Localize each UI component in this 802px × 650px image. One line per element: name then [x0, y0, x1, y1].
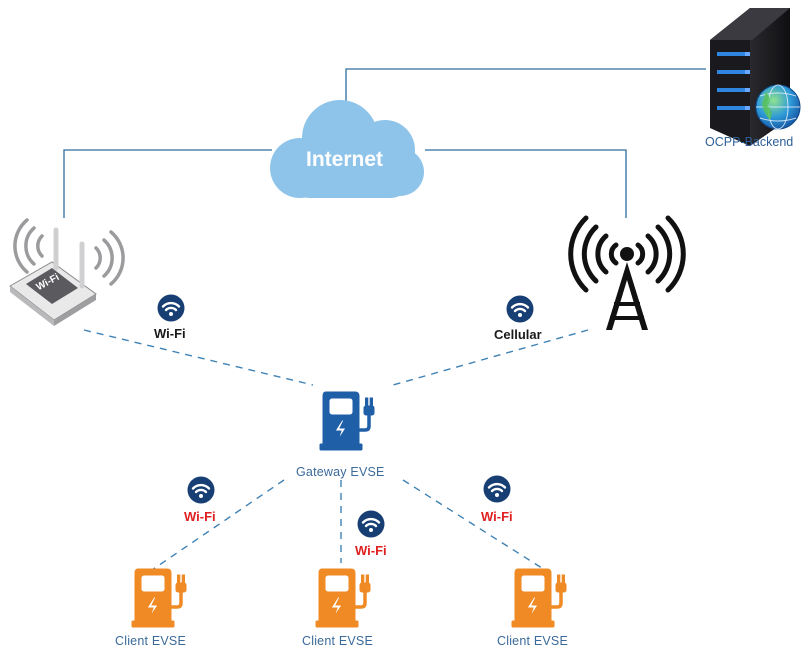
tower-gateway-link [392, 329, 589, 386]
internet-backend-line [345, 68, 706, 112]
client2-charging-station-icon [314, 567, 372, 629]
router-internet-line [63, 149, 272, 218]
globe-icon [755, 84, 801, 130]
client3-evse-label: Client EVSE [497, 634, 568, 648]
wireless-links [83, 329, 589, 571]
gateway-client3-link [402, 479, 546, 571]
client2-link-label: Wi-Fi [355, 543, 387, 558]
client1-link-label: Wi-Fi [184, 509, 216, 524]
internet-tower-line [425, 149, 627, 218]
client3-charging-station-icon [510, 567, 568, 629]
router-link-label: Wi-Fi [154, 326, 186, 341]
client3-link-label: Wi-Fi [481, 509, 513, 524]
client2-evse-label: Client EVSE [302, 634, 373, 648]
connection-lines [63, 68, 706, 218]
gateway-charging-station-icon [318, 390, 376, 452]
router-icon [9, 218, 125, 326]
gateway-evse-label: Gateway EVSE [296, 465, 385, 479]
client1-wifi-icon [186, 475, 216, 505]
cloud-icon [270, 100, 424, 198]
internet-label: Internet [306, 148, 384, 171]
router-wifi-icon [156, 293, 186, 323]
client1-charging-station-icon [130, 567, 188, 629]
cellular-signal-icon [505, 294, 535, 324]
cellular-link-label: Cellular [494, 327, 542, 342]
router-gateway-link [83, 329, 314, 386]
client3-wifi-icon [482, 474, 512, 504]
gateway-client1-link [151, 479, 285, 571]
backend-label: OCPP-Backend [705, 135, 794, 149]
client2-wifi-icon [356, 509, 386, 539]
cell-tower-icon [568, 215, 686, 330]
client1-evse-label: Client EVSE [115, 634, 186, 648]
